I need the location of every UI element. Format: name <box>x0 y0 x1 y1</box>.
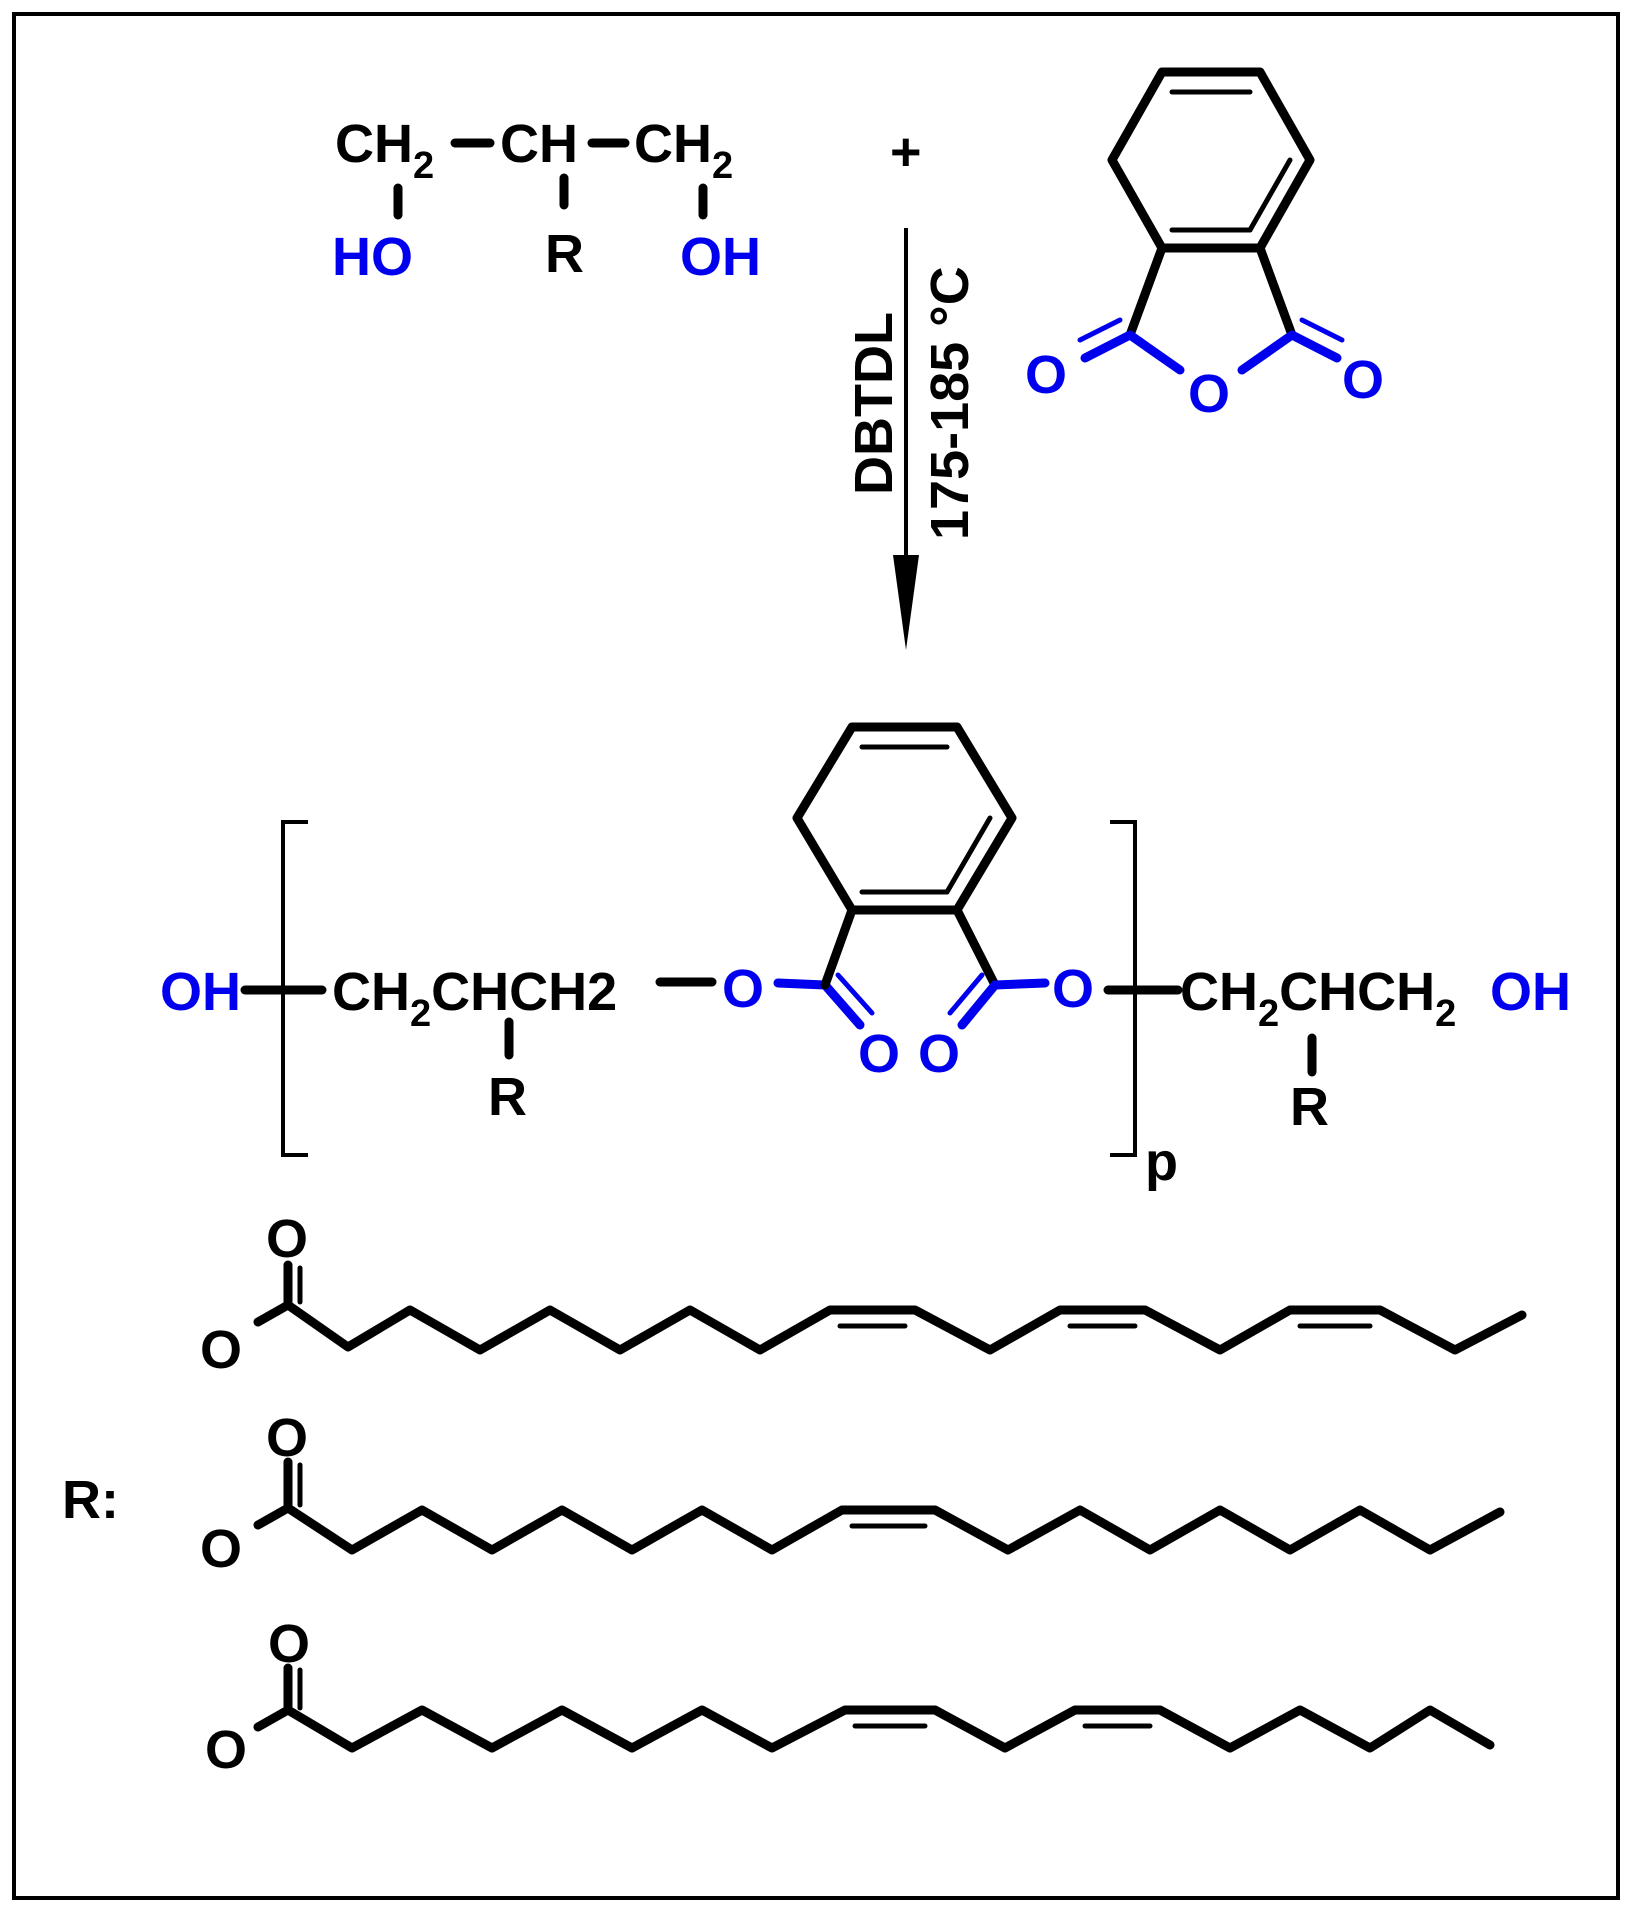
product-r-right: R <box>1290 1077 1329 1137</box>
diol-oh-left: HO <box>332 227 413 287</box>
diol-ch2-right: CH2 <box>634 114 733 187</box>
fatty-chain-linolenate: O O <box>200 1209 1527 1380</box>
diol-ch2-left: CH2 <box>335 114 434 187</box>
polyester-product: p OH CH2CHCH2 R O O O O CH2CHCH2 OH R <box>160 722 1571 1192</box>
r-group-label: R: <box>62 1470 119 1530</box>
figure-frame <box>12 12 1620 1900</box>
anhydride-o-right: O <box>1342 350 1384 410</box>
product-oh-left: OH <box>160 962 241 1022</box>
product-o-carbonyl-right: O <box>918 1024 960 1084</box>
product-chain-left: CH2CHCH2 <box>332 962 617 1035</box>
product-o-ester-left: O <box>722 959 764 1019</box>
arrow-head <box>893 555 919 650</box>
diol-r: R <box>545 224 584 284</box>
catalyst-label: DBTDL <box>844 312 904 495</box>
product-o-carbonyl-left: O <box>858 1024 900 1084</box>
chain2-o-carbonyl: O <box>266 1408 308 1468</box>
product-o-ester-right: O <box>1052 959 1094 1019</box>
product-chain-right: CH2CHCH2 <box>1180 962 1456 1035</box>
phthalic-anhydride: O O O <box>1025 67 1384 424</box>
repeat-subscript: p <box>1145 1132 1178 1192</box>
chain3-o-ester: O <box>205 1720 247 1780</box>
plus-sign: + <box>890 122 922 182</box>
chain3-o-carbonyl: O <box>268 1614 310 1674</box>
diol-oh-right: OH <box>680 227 761 287</box>
diol-ch-mid: CH <box>500 114 578 174</box>
chain1-o-ester: O <box>200 1320 242 1380</box>
product-r-left: R <box>488 1067 527 1127</box>
fatty-chain-linoleate: O O <box>205 1614 1495 1780</box>
fatty-chain-oleate: O O <box>200 1408 1505 1579</box>
diol-reactant: CH2 CH CH2 HO R OH <box>332 114 761 287</box>
temperature-label: 175-185 °C <box>920 266 980 540</box>
anhydride-o-ring: O <box>1188 364 1230 424</box>
chain2-o-ester: O <box>200 1519 242 1579</box>
product-oh-right: OH <box>1490 962 1571 1022</box>
anhydride-o-left: O <box>1025 345 1067 405</box>
reaction-arrow: DBTDL 175-185 °C <box>844 228 980 650</box>
chain1-o-carbonyl: O <box>266 1209 308 1269</box>
